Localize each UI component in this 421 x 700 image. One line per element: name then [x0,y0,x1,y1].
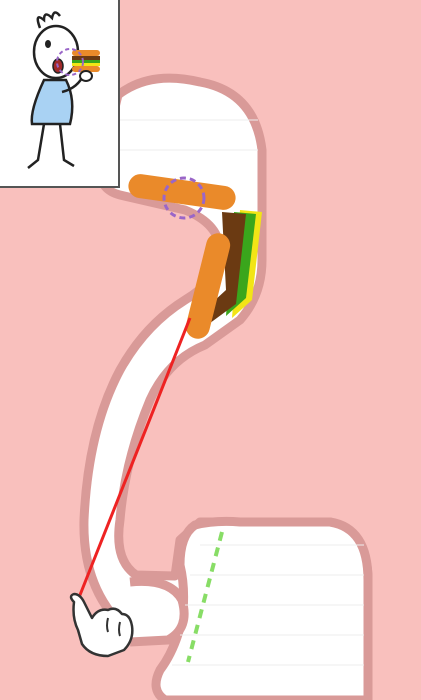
burger-stack[interactable] [202,210,262,326]
burger-icon [72,50,100,72]
stomach-chamber [151,516,373,700]
tract-bulge [129,576,189,647]
pointer-hand-icon[interactable] [69,592,134,658]
target-circle-icon[interactable] [162,176,206,220]
food-piece-vertical[interactable] [183,231,232,342]
drag-line [76,317,192,601]
preview-target-icon [56,48,84,76]
valve-dashed-line [186,531,224,663]
paper-lines [120,119,364,666]
character-preview-panel [0,0,120,188]
food-piece-horizontal[interactable] [127,173,237,212]
stick-figure-eating-icon [27,11,100,169]
